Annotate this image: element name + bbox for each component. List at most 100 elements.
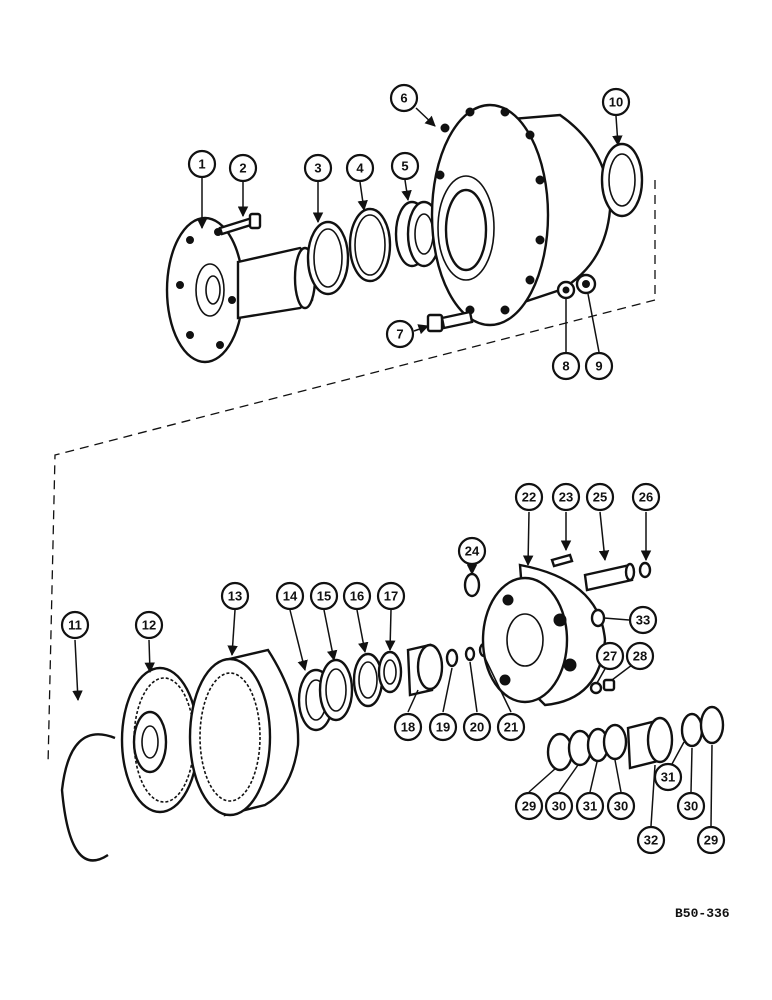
svg-text:30: 30	[684, 799, 698, 814]
svg-text:29: 29	[704, 833, 718, 848]
callout-29-right: 29	[696, 825, 726, 855]
snap-ring-11	[60, 733, 116, 862]
washer-19-20-21	[445, 642, 490, 668]
svg-text:20: 20	[470, 720, 484, 735]
svg-text:29: 29	[522, 799, 536, 814]
flange-bolt-part	[218, 212, 262, 236]
callout-6: 6	[389, 83, 419, 113]
svg-text:21: 21	[504, 720, 518, 735]
svg-text:27: 27	[603, 649, 617, 664]
callout-leaders	[72, 107, 713, 827]
carrier-bolt-23	[550, 553, 574, 568]
svg-text:12: 12	[142, 618, 156, 633]
callout-30-mid: 30	[606, 791, 636, 821]
svg-text:5: 5	[401, 159, 408, 174]
svg-text:16: 16	[350, 589, 364, 604]
callout-17: 17	[376, 581, 406, 611]
callout-9: 9	[584, 351, 614, 381]
callout-26: 26	[631, 482, 661, 512]
callout-31-left: 31	[575, 791, 605, 821]
svg-text:28: 28	[633, 649, 647, 664]
callout-32: 32	[636, 825, 666, 855]
callout-18: 18	[393, 712, 423, 742]
nut-8-part	[556, 280, 576, 300]
svg-text:26: 26	[639, 490, 653, 505]
svg-text:10: 10	[609, 95, 623, 110]
ball-27	[589, 681, 603, 695]
callout-30-left: 30	[544, 791, 574, 821]
bearing-cone-5	[394, 200, 442, 268]
callout-2: 2	[228, 153, 258, 183]
callout-28: 28	[625, 641, 655, 671]
svg-text:31: 31	[661, 770, 675, 785]
ring-gear-13	[188, 648, 300, 817]
sun-gear-18	[406, 643, 444, 697]
callout-27: 27	[595, 641, 625, 671]
callout-15: 15	[309, 581, 339, 611]
callout-16: 16	[342, 581, 372, 611]
svg-text:7: 7	[396, 327, 403, 342]
callout-29-left: 29	[514, 791, 544, 821]
hub-housing-part	[430, 103, 612, 327]
callout-21: 21	[496, 712, 526, 742]
callout-20: 20	[462, 712, 492, 742]
bearing-16	[352, 652, 384, 708]
bearing-15	[318, 658, 354, 722]
callout-1: 1	[187, 149, 217, 179]
hub-bolt-part	[426, 310, 474, 333]
svg-text:30: 30	[614, 799, 628, 814]
callout-14: 14	[275, 581, 305, 611]
svg-text:23: 23	[559, 490, 573, 505]
svg-text:2: 2	[239, 161, 246, 176]
svg-text:9: 9	[595, 359, 602, 374]
svg-text:17: 17	[384, 589, 398, 604]
callout-12: 12	[134, 610, 164, 640]
svg-text:18: 18	[401, 720, 415, 735]
svg-text:32: 32	[644, 833, 658, 848]
svg-text:6: 6	[400, 91, 407, 106]
svg-text:8: 8	[562, 359, 569, 374]
washer-33	[590, 608, 606, 628]
callout-31-right: 31	[653, 762, 683, 792]
oil-seal-10	[600, 142, 644, 218]
planet-gear-stack	[546, 705, 725, 772]
svg-text:15: 15	[317, 589, 331, 604]
callout-11: 11	[60, 610, 90, 640]
svg-text:4: 4	[356, 161, 364, 176]
svg-text:1: 1	[198, 157, 205, 172]
svg-text:22: 22	[522, 490, 536, 505]
callout-22: 22	[514, 482, 544, 512]
drawing-code-label: B50-336	[675, 906, 730, 921]
callout-3: 3	[303, 153, 333, 183]
nut-9-part	[575, 273, 597, 295]
callout-5: 5	[390, 151, 420, 181]
svg-text:3: 3	[314, 161, 321, 176]
callout-19: 19	[428, 712, 458, 742]
seal-ring-3	[306, 220, 350, 296]
axle-flange-part	[165, 216, 317, 364]
callout-30-right: 30	[676, 791, 706, 821]
callout-4: 4	[345, 153, 375, 183]
planet-carrier-22	[481, 563, 607, 707]
washer-17	[377, 650, 403, 694]
planet-pin-25	[583, 562, 636, 592]
svg-text:31: 31	[583, 799, 597, 814]
svg-text:30: 30	[552, 799, 566, 814]
svg-text:19: 19	[436, 720, 450, 735]
seal-ring-4	[348, 207, 392, 283]
svg-text:13: 13	[228, 589, 242, 604]
plug-28	[602, 678, 616, 692]
snap-ring-24	[463, 572, 481, 598]
callout-8: 8	[551, 351, 581, 381]
svg-text:24: 24	[465, 544, 480, 559]
svg-text:11: 11	[68, 618, 82, 633]
callout-13: 13	[220, 581, 250, 611]
callout-7: 7	[385, 319, 415, 349]
svg-text:14: 14	[283, 589, 298, 604]
assembly-centerline	[47, 180, 656, 766]
callout-33: 33	[628, 605, 658, 635]
svg-text:25: 25	[593, 490, 607, 505]
callout-24: 24	[457, 536, 487, 566]
ring-26	[638, 561, 652, 579]
